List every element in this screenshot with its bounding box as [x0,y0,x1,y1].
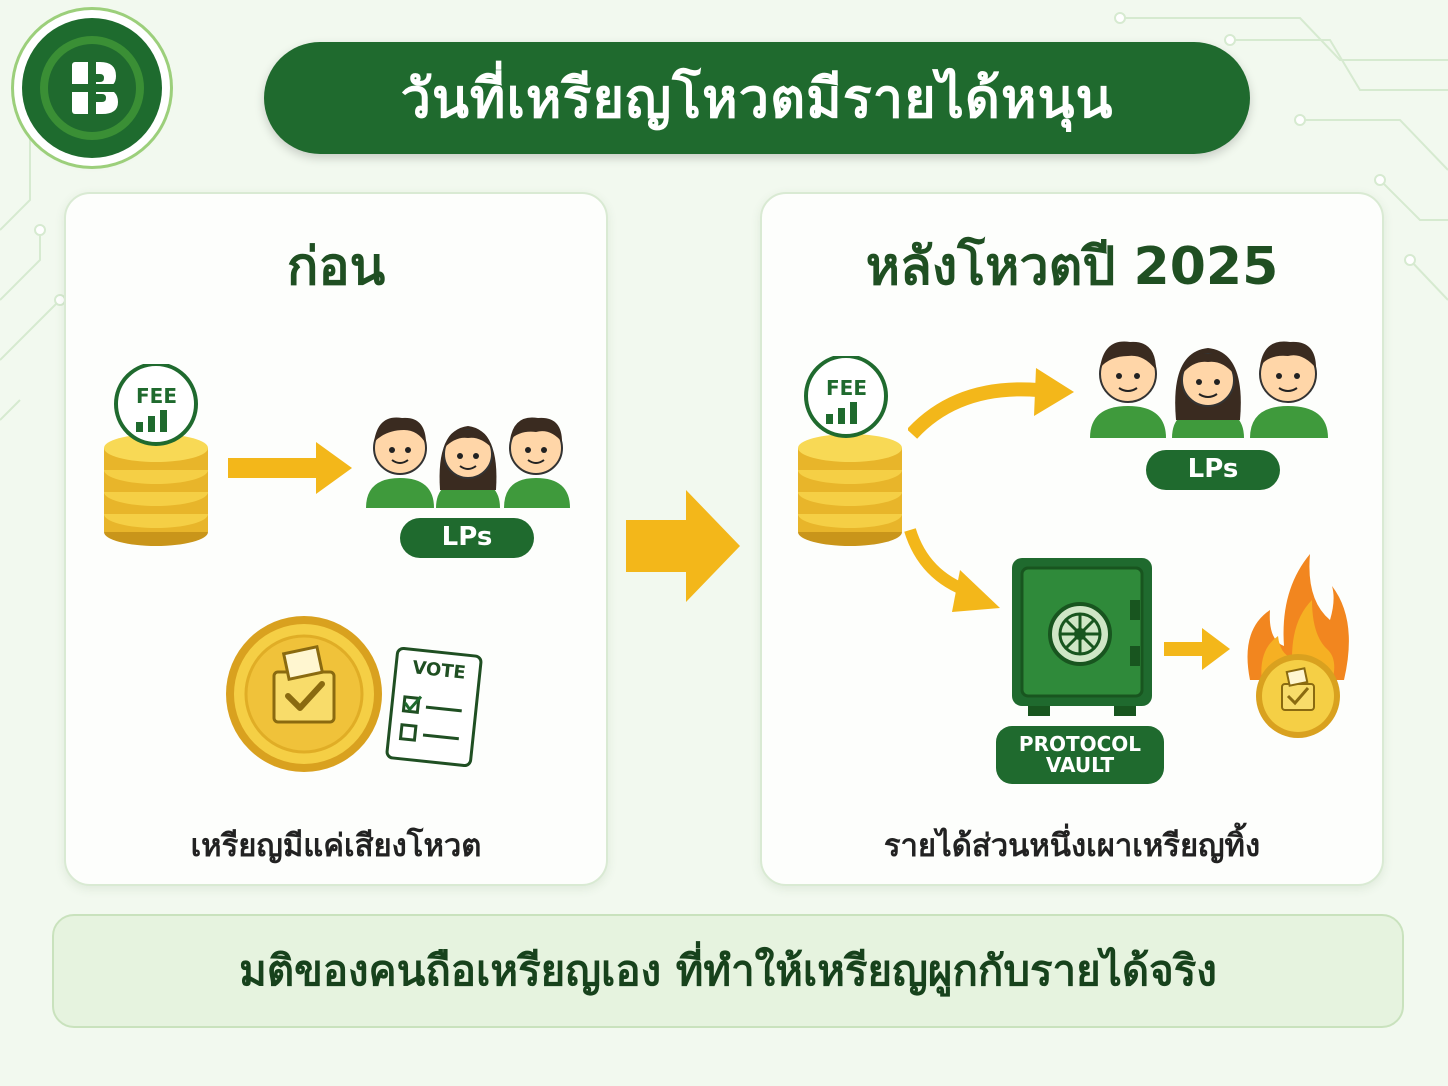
curved-arrow-up-icon [908,368,1074,439]
after-panel-title: หลังโหวตปี 2025 [865,237,1279,297]
arrow-right-icon [228,442,352,494]
before-panel: ก่อน FEE [64,192,608,886]
vote-ballot-icon [385,647,483,767]
fee-coin-stack-icon [104,364,208,546]
after-panel: หลังโหวตปี 2025 FEE [760,192,1384,886]
before-fee-label: FEE [136,384,177,408]
brand-logo [22,18,162,158]
vault-label-line2: VAULT [1045,753,1115,777]
big-arrow-right-icon [626,490,740,602]
baht-coin-logo-icon [40,36,144,140]
after-lps-badge: LPs [1146,450,1280,490]
page-title: วันที่เหรียญโหวตมีรายได้หนุน [400,67,1114,130]
before-panel-title: ก่อน [286,237,386,297]
vault-label-line1: PROTOCOL [1018,732,1142,756]
burning-coin-fire-icon [1247,554,1349,738]
vote-coin-icon [226,616,382,772]
curved-arrow-down-icon [904,528,1000,612]
footer-text: มติของคนถือเหรียญเอง ที่ทำให้เหรียญผูกกั… [239,946,1217,995]
fee-coin-stack-icon [798,356,902,546]
lps-people-icon [1090,341,1328,438]
before-lps-badge: LPs [400,518,534,558]
lps-people-icon [366,417,570,508]
after-fee-label: FEE [826,376,867,400]
arrow-right-icon [1164,628,1230,670]
title-banner: วันที่เหรียญโหวตมีรายได้หนุน [264,42,1250,154]
before-caption: เหรียญมีแค่เสียงโหวต [190,828,482,864]
footer-summary-box: มติของคนถือเหรียญเอง ที่ทำให้เหรียญผูกกั… [52,914,1404,1028]
protocol-vault-badge: PROTOCOL VAULT [996,726,1164,784]
vault-safe-icon [1012,558,1152,716]
after-caption: รายได้ส่วนหนึ่งเผาเหรียญทิ้ง [883,828,1261,864]
